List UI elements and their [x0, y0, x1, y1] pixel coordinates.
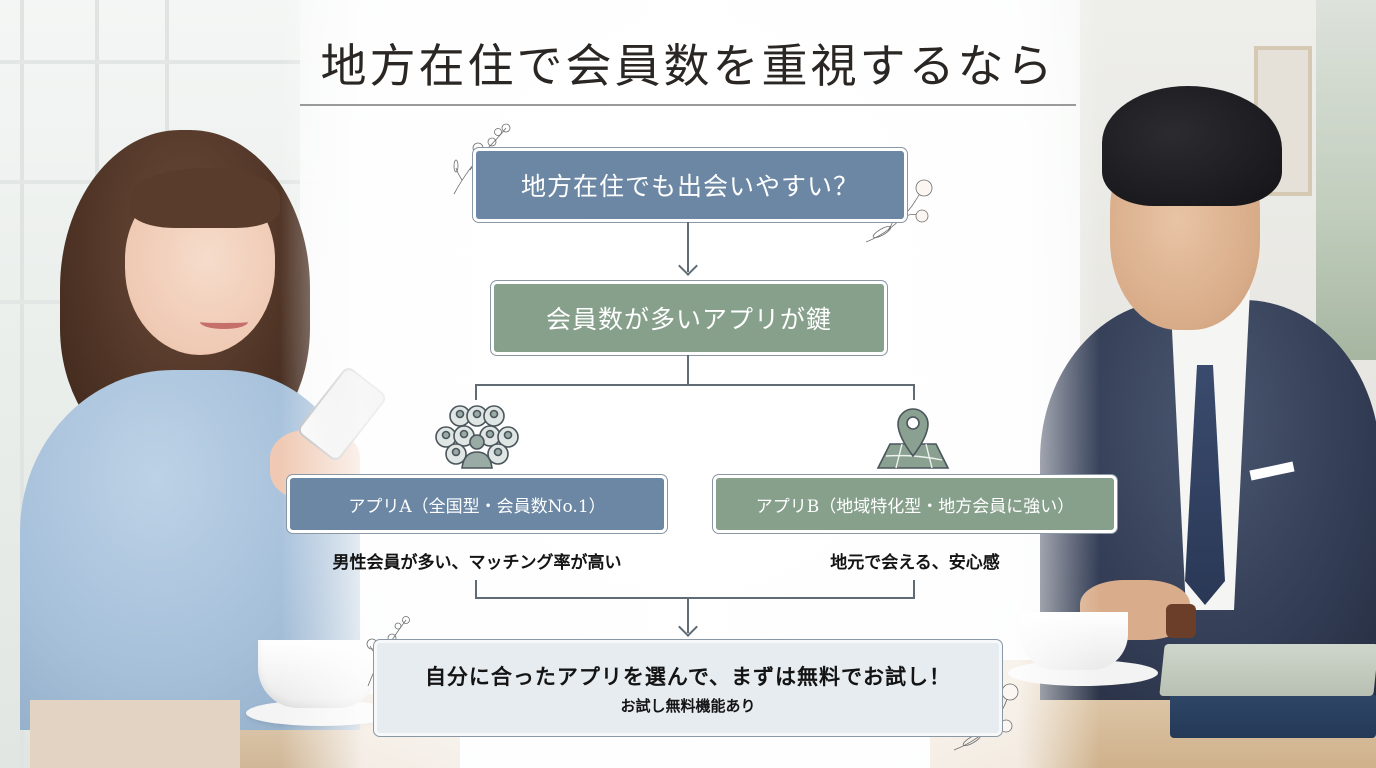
option-b-box: アプリB（地域特化型・地方会員に強い） [716, 478, 1114, 530]
branch-left-drop [475, 384, 477, 400]
merge-right-rise [913, 580, 915, 598]
book-sage [1159, 644, 1376, 696]
woman-bangs [130, 168, 280, 228]
page-title: 地方在住で会員数を重視するなら [320, 39, 1056, 93]
option-a-box: アプリA（全国型・会員数No.1） [290, 478, 664, 530]
man-hair [1102, 86, 1282, 206]
branch-line [475, 384, 915, 386]
connector-line [687, 222, 689, 272]
option-b-label: アプリB（地域特化型・地方会員に強い） [755, 496, 1075, 517]
question-box: 地方在住でも出会いやすい？ [476, 151, 904, 219]
connector-line [687, 355, 689, 385]
option-a-label: アプリA（全国型・会員数No.1） [348, 496, 606, 517]
option-a-caption: 男性会員が多い、マッチング率が高い [332, 553, 622, 573]
key-point-box: 会員数が多いアプリが鍵 [494, 284, 884, 352]
conclusion-sub-text: お試し無料機能あり [620, 696, 756, 715]
map-pin-icon [876, 408, 950, 469]
title-divider [300, 104, 1076, 106]
key-point-text: 会員数が多いアプリが鍵 [545, 305, 832, 334]
branch-right-drop [913, 384, 915, 400]
conclusion-main-text: 自分に合ったアプリを選んで、まずは無料でお試し！ [424, 664, 952, 689]
question-text: 地方在住でも出会いやすい？ [520, 172, 859, 201]
flower-sprig-icon [366, 616, 410, 687]
wristwatch [1166, 604, 1196, 638]
conclusion-box: 自分に合ったアプリを選んで、まずは無料でお試し！ お試し無料機能あり [377, 643, 999, 733]
merge-line [475, 597, 915, 599]
woman-smile [200, 315, 248, 329]
merge-left-rise [475, 580, 477, 598]
book-navy [1170, 694, 1376, 738]
woman-skirt [30, 700, 240, 768]
connector-line [687, 597, 689, 633]
option-b-caption: 地元で会える、安心感 [830, 553, 1000, 573]
people-group-icon [435, 405, 519, 469]
